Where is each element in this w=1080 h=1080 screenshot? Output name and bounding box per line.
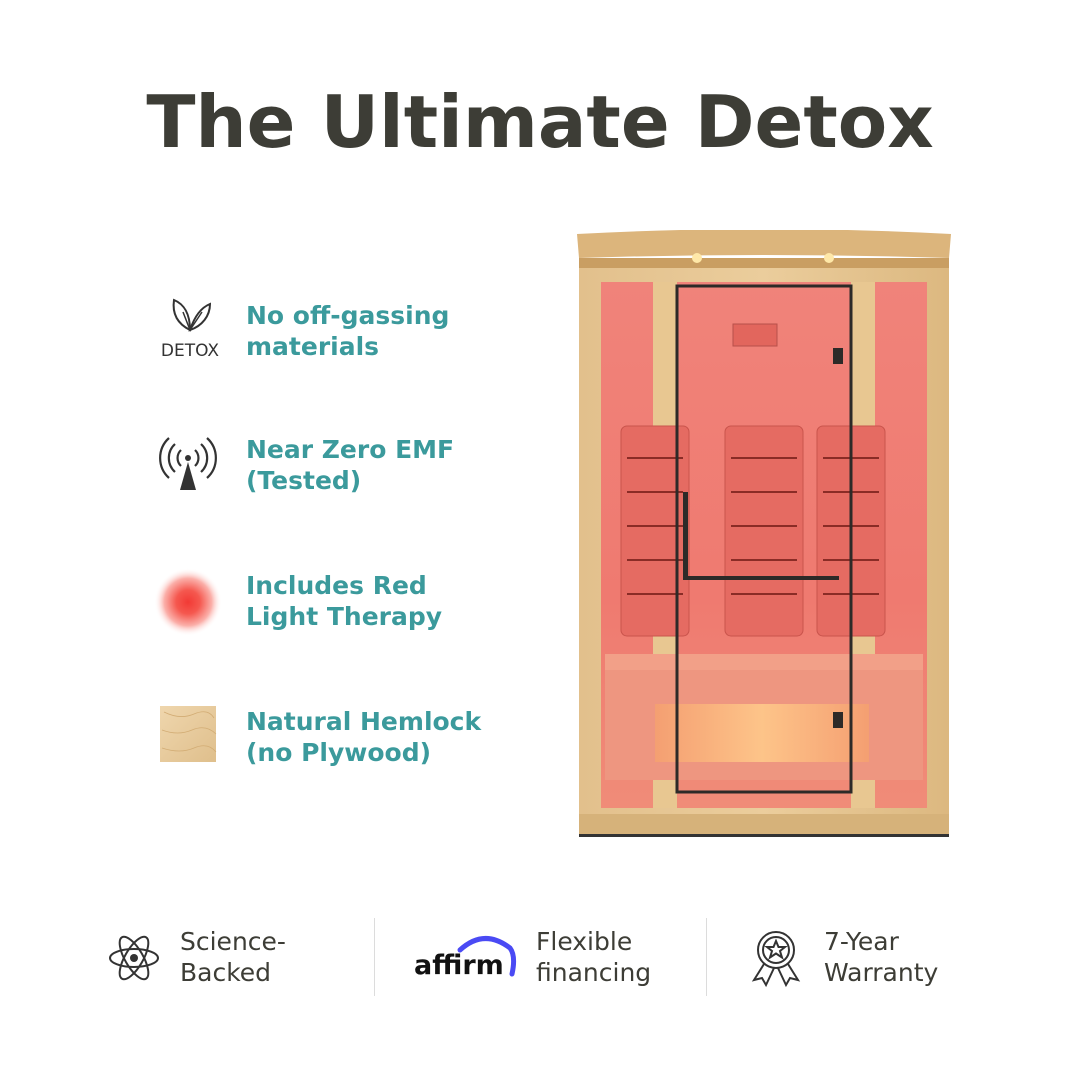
badge-science-backed: Science- Backed bbox=[108, 922, 348, 1002]
badge-divider bbox=[706, 918, 707, 996]
badge-divider bbox=[374, 918, 375, 996]
wood-swatch-icon bbox=[150, 700, 230, 780]
award-ribbon-icon bbox=[748, 928, 804, 992]
page-title: The Ultimate Detox bbox=[146, 80, 934, 164]
antenna-signal-icon bbox=[150, 428, 230, 508]
affirm-logo: affirm bbox=[414, 930, 524, 982]
badge-label: Science- Backed bbox=[180, 927, 286, 987]
feature-red-light: Includes Red Light Therapy bbox=[150, 564, 570, 644]
feature-no-off-gassing: DETOX No off-gassing materials bbox=[150, 294, 570, 374]
affirm-logo-text: affirm bbox=[414, 950, 504, 981]
feature-label: Natural Hemlock (no Plywood) bbox=[246, 707, 482, 767]
feature-label: Near Zero EMF (Tested) bbox=[246, 435, 455, 495]
badge-warranty: 7-Year Warranty bbox=[748, 922, 988, 1002]
atom-icon bbox=[108, 928, 160, 992]
feature-label: No off-gassing materials bbox=[246, 301, 450, 361]
feature-label: Includes Red Light Therapy bbox=[246, 571, 443, 631]
feature-near-zero-emf: Near Zero EMF (Tested) bbox=[150, 428, 570, 508]
sauna-product-image bbox=[577, 229, 951, 838]
feature-natural-hemlock: Natural Hemlock (no Plywood) bbox=[150, 700, 570, 780]
badge-label: Flexible financing bbox=[536, 927, 652, 987]
red-light-glow-icon bbox=[150, 564, 230, 644]
badge-label: 7-Year Warranty bbox=[824, 927, 939, 987]
detox-icon-text: DETOX bbox=[161, 341, 220, 361]
leaf-detox-icon: DETOX bbox=[150, 294, 230, 374]
badge-flexible-financing: affirm Flexible financing bbox=[414, 922, 684, 1002]
